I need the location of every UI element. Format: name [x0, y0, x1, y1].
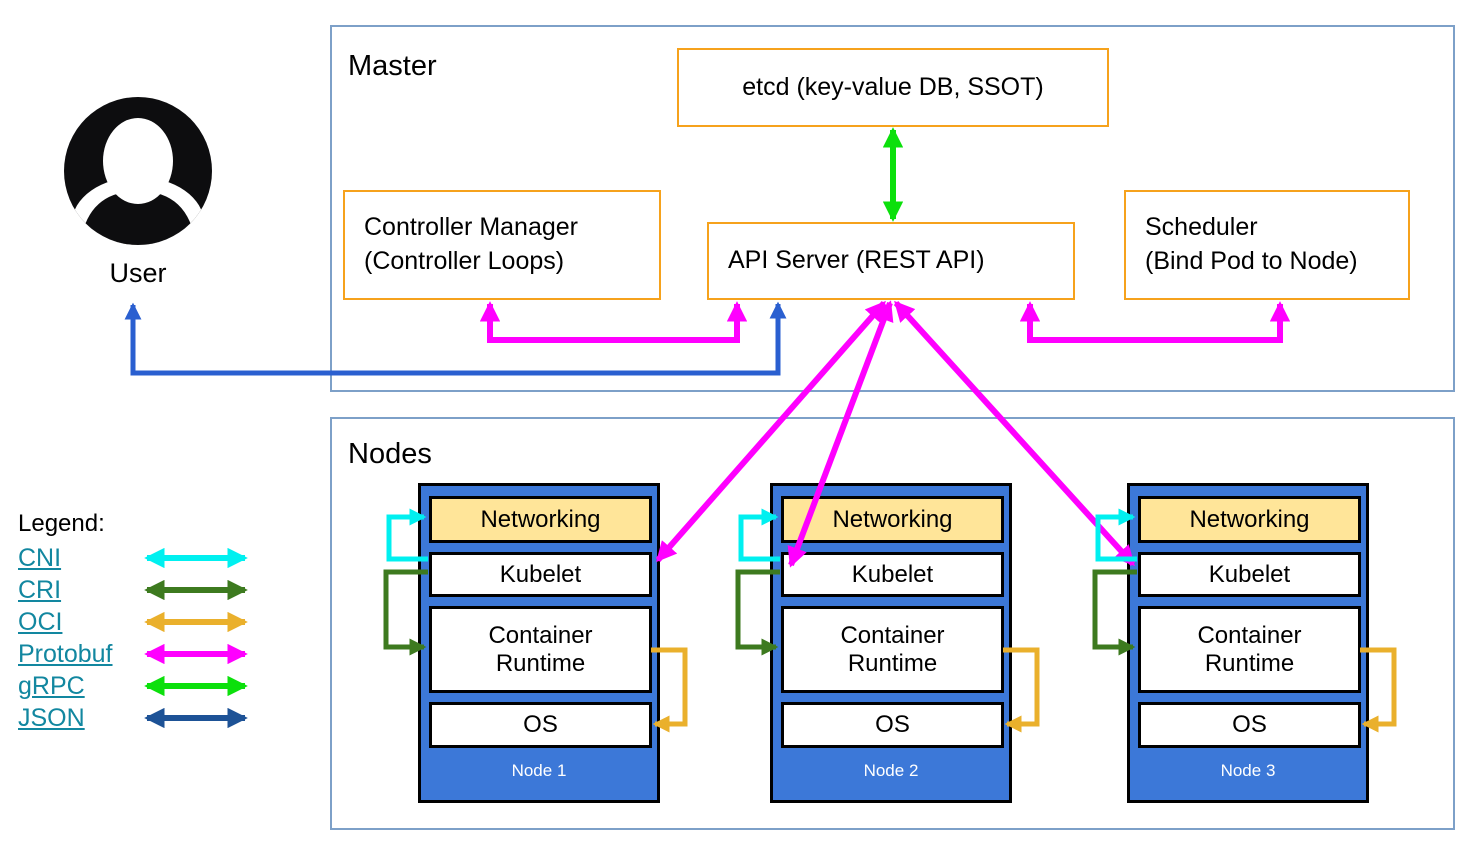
- node1-os-box: OS: [429, 702, 652, 748]
- controller-manager-box: Controller Manager (Controller Loops): [343, 190, 661, 300]
- legend-link-cri[interactable]: CRI: [18, 576, 62, 604]
- legend-link-grpc[interactable]: gRPC: [18, 672, 85, 700]
- scheduler-label-line2: (Bind Pod to Node): [1145, 247, 1358, 275]
- legend-link-oci[interactable]: OCI: [18, 608, 63, 636]
- node3-os-box: OS: [1138, 702, 1361, 748]
- api-server-label: API Server (REST API): [728, 246, 985, 275]
- controller-manager-label-line1: Controller Manager: [364, 213, 578, 242]
- node3-kubelet-box: Kubelet: [1138, 552, 1361, 597]
- scheduler-box: Scheduler (Bind Pod to Node): [1124, 190, 1410, 300]
- node1-kubelet-box: Kubelet: [429, 552, 652, 597]
- user-label: User: [109, 258, 167, 288]
- node2-kubelet-box: Kubelet: [781, 552, 1004, 597]
- node1-networking-box: Networking: [429, 496, 652, 543]
- node1-container-runtime-box: Container Runtime: [429, 606, 652, 693]
- node2-networking-box: Networking: [781, 496, 1004, 543]
- node-3: Networking Kubelet Container Runtime OS …: [1127, 483, 1369, 803]
- controller-manager-label-line2: (Controller Loops): [364, 247, 565, 275]
- api-server-box: API Server (REST API): [707, 222, 1075, 300]
- node2-os-box: OS: [781, 702, 1004, 748]
- legend-link-cni[interactable]: CNI: [18, 544, 62, 572]
- etcd-label: etcd (key-value DB, SSOT): [742, 72, 1044, 101]
- node-1: Networking Kubelet Container Runtime OS …: [418, 483, 660, 803]
- nodes-label: Nodes: [348, 438, 432, 470]
- legend-title: Legend:: [18, 510, 105, 537]
- node3-networking-box: Networking: [1138, 496, 1361, 543]
- legend-link-json[interactable]: JSON: [18, 704, 85, 732]
- node2-container-runtime-box: Container Runtime: [781, 606, 1004, 693]
- node2-name: Node 2: [863, 761, 919, 780]
- node1-name: Node 1: [511, 761, 567, 780]
- node3-container-runtime-box: Container Runtime: [1138, 606, 1361, 693]
- node3-name: Node 3: [1220, 761, 1276, 780]
- etcd-box: etcd (key-value DB, SSOT): [677, 48, 1109, 127]
- master-label: Master: [348, 50, 437, 82]
- user-icon: [64, 97, 212, 245]
- node-2: Networking Kubelet Container Runtime OS …: [770, 483, 1012, 803]
- scheduler-label-line1: Scheduler: [1145, 213, 1258, 242]
- legend-link-protobuf[interactable]: Protobuf: [18, 640, 113, 668]
